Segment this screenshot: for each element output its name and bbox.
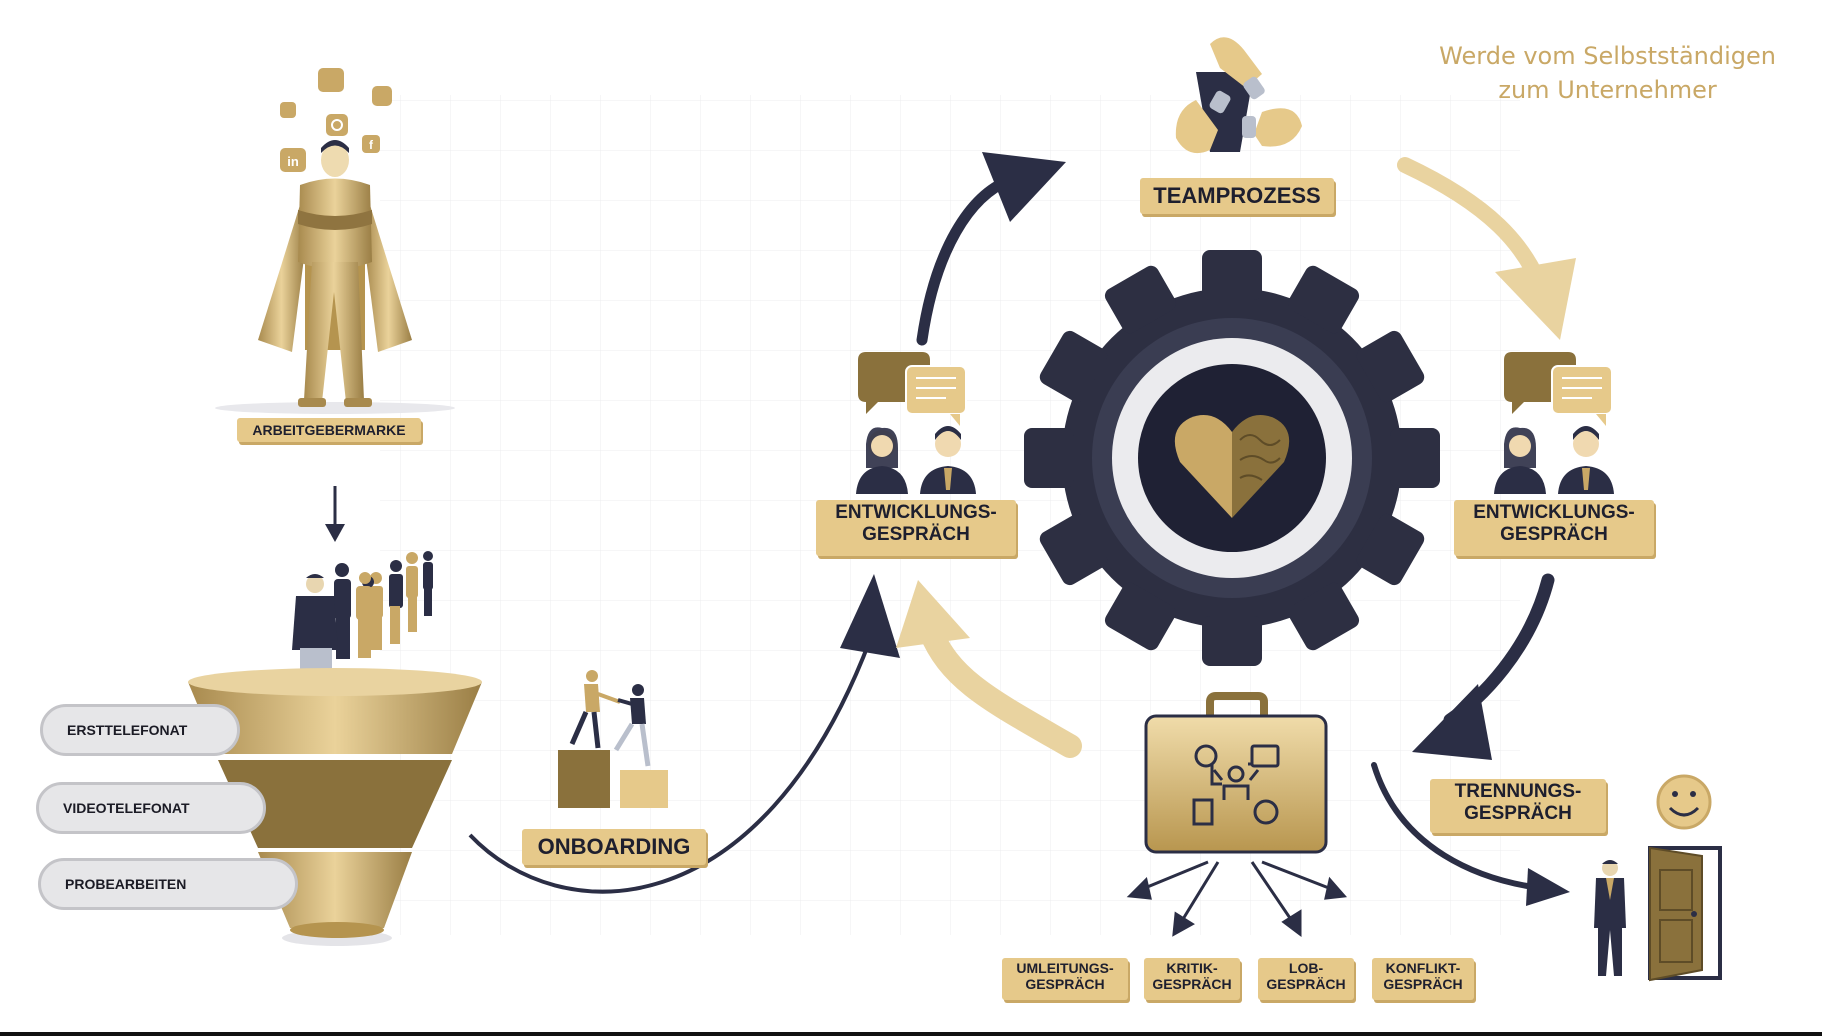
- speech-bubbles-icon-left: [858, 352, 967, 426]
- teamwork-hands-icon: [1175, 37, 1302, 154]
- superhero-icon: [215, 140, 455, 414]
- talk-label-lob-line-2: GESPRÄCH: [1266, 976, 1346, 993]
- label-entwicklung-left: ENTWICKLUNGS- GESPRÄCH: [816, 500, 1016, 556]
- door-icon: [1648, 846, 1722, 982]
- label-trennung: TRENNUNGS- GESPRÄCH: [1430, 779, 1606, 833]
- businessman-icon: [1594, 860, 1626, 976]
- talk-label-kritik-line-2: GESPRÄCH: [1152, 976, 1232, 993]
- label-trennung-line-1: TRENNUNGS-: [1454, 781, 1582, 802]
- talk-label-lob: LOB- GESPRÄCH: [1258, 958, 1354, 1000]
- label-entwicklung-left-line-2: GESPRÄCH: [862, 523, 970, 545]
- helping-hand-icon: [558, 670, 668, 808]
- label-teamprozess: TEAMPROZESS: [1140, 178, 1334, 214]
- label-onboarding: ONBOARDING: [522, 829, 706, 865]
- toolbox-case-icon: [1144, 692, 1328, 854]
- label-entwicklung-left-line-1: ENTWICKLUNGS-: [835, 502, 997, 523]
- cycle-arrow-bottom-left: [896, 580, 1082, 758]
- onboarding-arrow: [468, 574, 900, 894]
- smiley-icon: [1656, 774, 1712, 830]
- label-entwicklung-right-line-2: GESPRÄCH: [1500, 523, 1608, 545]
- talk-label-umleitung-line-1: UMLEITUNGS-: [1016, 960, 1114, 976]
- cycle-arrow-top-right: [1397, 157, 1576, 340]
- slogan-line-1: Werde vom Selbstständigen: [1439, 42, 1776, 70]
- cycle-arrow-top-left: [916, 152, 1066, 346]
- talk-label-kritik-line-1: KRITIK-: [1166, 960, 1218, 976]
- funnel-stage-probearbeiten: PROBEARBEITEN: [38, 858, 298, 910]
- label-entwicklung-right-line-1: ENTWICKLUNGS-: [1473, 502, 1635, 523]
- talk-label-lob-line-1: LOB-: [1288, 960, 1324, 976]
- slogan-line-2: zum Unternehmer: [1498, 75, 1717, 104]
- funnel-icon: [188, 668, 482, 946]
- man-avatar-icon-left: [920, 426, 976, 494]
- talk-branch-arrows: [1126, 860, 1348, 937]
- talk-label-umleitung-line-2: GESPRÄCH: [1025, 976, 1105, 993]
- talk-label-konflikt-line-1: KONFLIKT-: [1385, 960, 1461, 976]
- label-arbeitgebermarke: ARBEITGEBERMARKE: [237, 418, 421, 442]
- separation-arrow: [1371, 762, 1570, 906]
- funnel-stage-videotelefonat: VIDEOTELEFONAT: [36, 782, 266, 834]
- funnel-stage-ersttelefonat: ERSTTELEFONAT: [40, 704, 240, 756]
- talk-label-umleitung: UMLEITUNGS- GESPRÄCH: [1002, 958, 1128, 1000]
- woman-avatar-icon-right: [1494, 427, 1546, 494]
- talk-label-konflikt: KONFLIKT- GESPRÄCH: [1372, 958, 1474, 1000]
- cycle-arrow-bottom-right: [1412, 573, 1555, 760]
- svg-text:in: in: [287, 154, 299, 169]
- label-trennung-line-2: GESPRÄCH: [1464, 802, 1572, 824]
- talk-label-kritik: KRITIK- GESPRÄCH: [1144, 958, 1240, 1000]
- talk-label-konflikt-line-2: GESPRÄCH: [1383, 976, 1463, 993]
- heart-brain-icon: [1174, 415, 1290, 518]
- slogan: Werde vom Selbstständigen zum Unternehme…: [1439, 40, 1776, 107]
- label-entwicklung-right: ENTWICKLUNGS- GESPRÄCH: [1454, 500, 1654, 556]
- social-media-icons: in f: [280, 68, 392, 172]
- speech-bubbles-icon-right: [1504, 352, 1613, 426]
- svg-text:f: f: [369, 138, 374, 152]
- bottom-border: [0, 1032, 1822, 1036]
- woman-avatar-icon-left: [856, 427, 908, 494]
- man-avatar-icon-right: [1558, 426, 1614, 494]
- people-queue-icon: [292, 551, 433, 696]
- down-arrow-icon: [325, 486, 345, 542]
